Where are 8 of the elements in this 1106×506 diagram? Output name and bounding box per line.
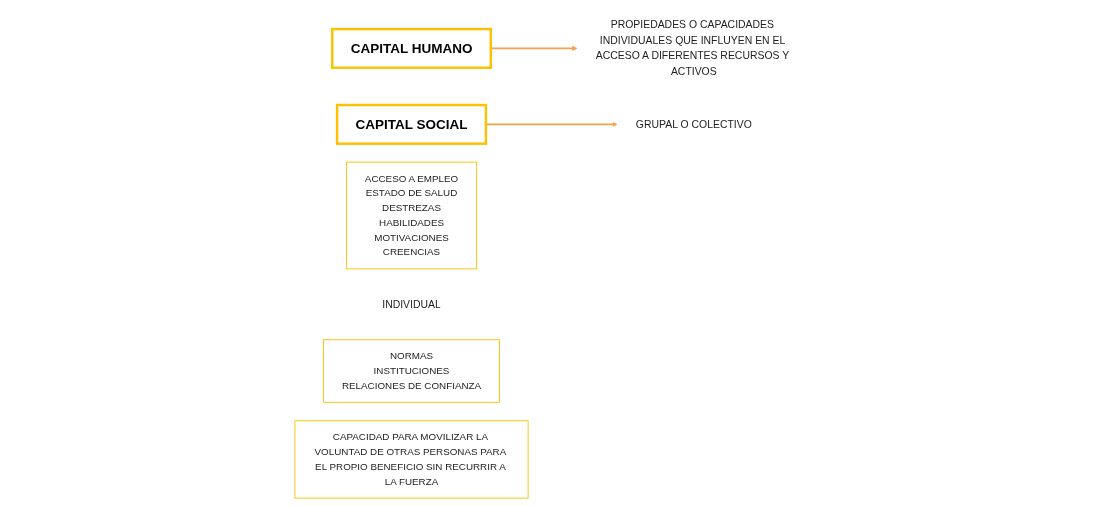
node-box: CAPACIDAD PARA MOVILIZAR LA VOLUNTAD DE OTRAS PERSONAS PARA EL PROPIO BENEFICIO SIN RECURRIR A LA FUERZA: [294, 420, 529, 499]
node-box: ACCESO A EMPLEO ESTADO DE SALUD DESTREZAS HABILIDADES MOTIVACIONES CREENCIAS: [346, 161, 478, 270]
node-box: CAPITAL SOCIAL: [336, 103, 488, 145]
node-box: NORMAS INSTITUCIONES RELACIONES DE CONFIANZA: [323, 339, 501, 403]
node-text: PROPIEDADES O CAPACIDADES INDIVIDUALES QUE INFLUYEN EN EL ACCESO A DIFERENTES RECURSOS Y ACTIVOS: [596, 18, 790, 78]
node-box: CAPITAL HUMANO: [331, 27, 493, 69]
node-text: INDIVIDUAL: [382, 298, 442, 310]
node-text: GRUPAL O COLECTIVO: [636, 118, 753, 131]
